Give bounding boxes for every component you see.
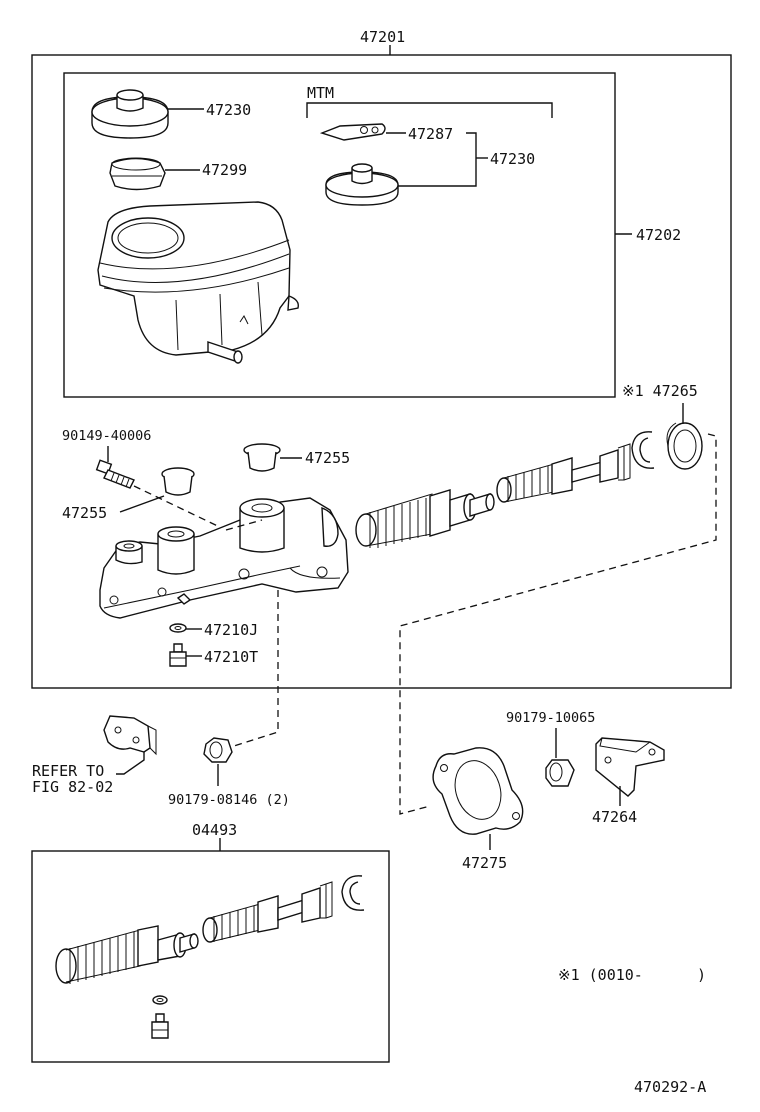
- mount-bracket-part: [595, 737, 665, 797]
- reservoir-cap-part: [91, 89, 169, 139]
- label-47230: 47230: [206, 101, 251, 119]
- leader-refer: [116, 752, 145, 775]
- label-grommet-right: 47255: [305, 449, 350, 467]
- kit-secondary-spring-part: [202, 881, 333, 943]
- gasket-part: [169, 623, 187, 633]
- mtm-cap-part: [325, 163, 399, 206]
- label-47210T: 47210T: [204, 648, 258, 666]
- footnote-text: ※1 (0010- ): [558, 966, 706, 984]
- mtm-plate-part: [319, 123, 386, 141]
- repair-kit-frame: [31, 850, 390, 1063]
- kit-bleeder-part: [151, 1013, 169, 1039]
- mtm-label: MTM: [307, 84, 334, 102]
- label-grommet-left: 47255: [62, 504, 107, 522]
- label-47210J: 47210J: [204, 621, 258, 639]
- body-dash-line: [225, 519, 263, 531]
- label-47299: 47299: [202, 161, 247, 179]
- reference-bracket-part: [103, 715, 157, 756]
- label-47287: 47287: [408, 125, 453, 143]
- nut-right-part: [545, 759, 575, 787]
- label-47202: 47202: [636, 226, 681, 244]
- label-bolt: 90149-40006: [62, 428, 151, 444]
- refer-text-line2: FIG 82-02: [32, 778, 113, 796]
- mtm-group-bracket: [398, 132, 477, 187]
- bolt-part: [95, 459, 135, 489]
- leader-grommet-left: [119, 495, 165, 513]
- secondary-piston-spring-part: [496, 443, 631, 503]
- bolt-dash-line: [133, 485, 227, 531]
- reservoir-tank-part: [97, 201, 299, 364]
- kit-primary-spring-part: [55, 925, 199, 984]
- kit-gasket-part: [152, 995, 168, 1005]
- cup-seal-part: [666, 422, 703, 470]
- label-47275: 47275: [462, 854, 507, 872]
- label-47265: ※1 47265: [622, 382, 698, 400]
- mtm-bracket: [306, 102, 553, 118]
- label-mtm-47230: 47230: [490, 150, 535, 168]
- figure-code: 470292-A: [634, 1078, 706, 1096]
- refer-text-line1: REFER TO: [32, 762, 104, 780]
- master-cylinder-assembly-frame: [31, 54, 732, 689]
- nut-bottom-part: [203, 737, 233, 763]
- bleeder-part: [169, 643, 187, 667]
- label-nut-right: 90179-10065: [506, 710, 595, 726]
- master-cylinder-body-part: [99, 497, 349, 619]
- label-04493: 04493: [192, 821, 237, 839]
- snap-ring-part: [631, 431, 655, 469]
- flange-dash-line: [399, 433, 717, 815]
- strainer-part: [109, 157, 166, 191]
- label-47201: 47201: [360, 28, 405, 46]
- label-nut-bottom: 90179-08146 (2): [168, 792, 290, 808]
- kit-snap-ring-part: [341, 875, 365, 911]
- label-47264: 47264: [592, 808, 637, 826]
- nut-dash-line: [233, 590, 279, 747]
- grommet-left-part: [161, 467, 195, 496]
- reservoir-assembly-frame: [63, 72, 616, 398]
- grommet-right-part: [243, 443, 281, 472]
- flange-gasket-part: [432, 747, 524, 835]
- primary-piston-spring-part: [355, 489, 495, 548]
